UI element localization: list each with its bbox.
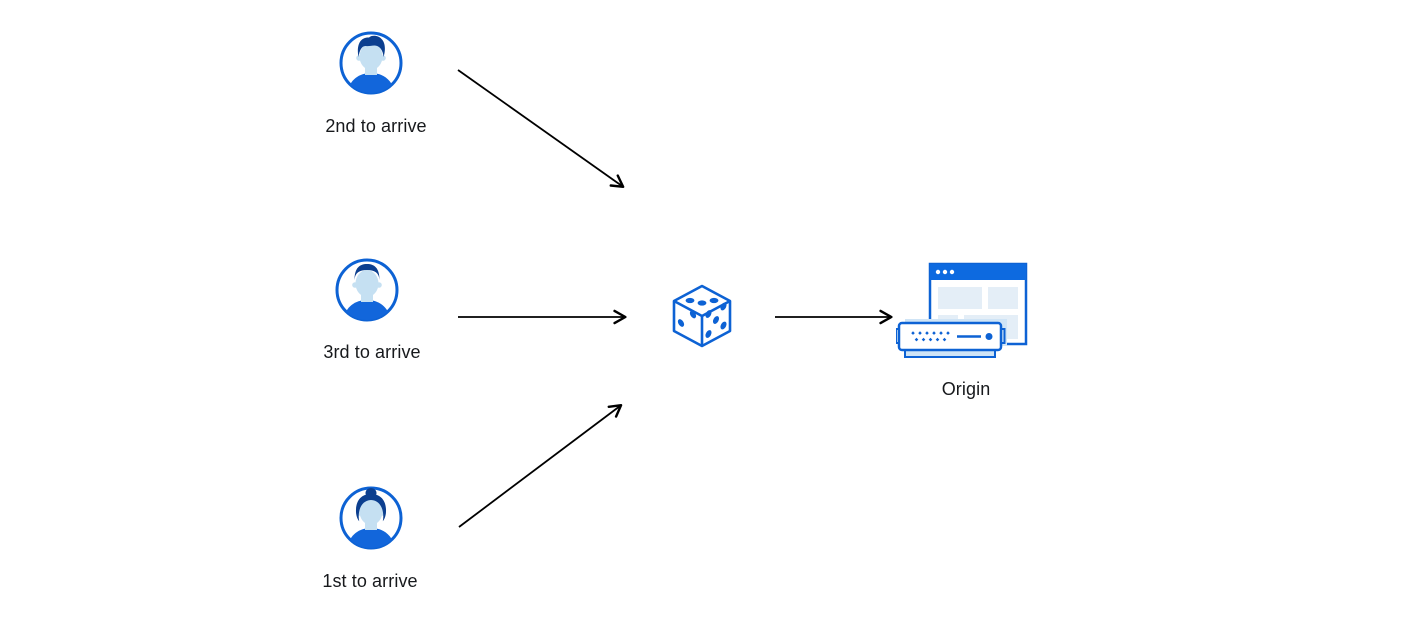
actor-node-2nd [338,30,404,101]
server-vents [911,331,950,342]
dice-icon [672,284,732,348]
arrow-2nd-to-dice [457,69,625,188]
actor-label-2nd: 2nd to arrive [325,116,427,136]
actor-node-1st [338,485,404,556]
origin-node [895,261,1028,368]
server-status-dot [985,333,993,340]
actor-label-3rd: 3rd to arrive [323,342,421,362]
user-avatar-female-bun-icon [339,486,403,550]
randomizer-node [666,280,738,357]
user-avatar-male-swept-hair-icon [339,31,403,95]
origin-browser-and-server-icon [895,262,1028,358]
arrow-1st-to-dice [458,403,623,528]
origin-label: Origin [941,379,991,399]
server-icon [895,319,1007,358]
actor-label-1st: 1st to arrive [322,571,418,591]
user-avatar-male-short-hair-icon [335,258,399,322]
actor-node-3rd [334,257,400,328]
